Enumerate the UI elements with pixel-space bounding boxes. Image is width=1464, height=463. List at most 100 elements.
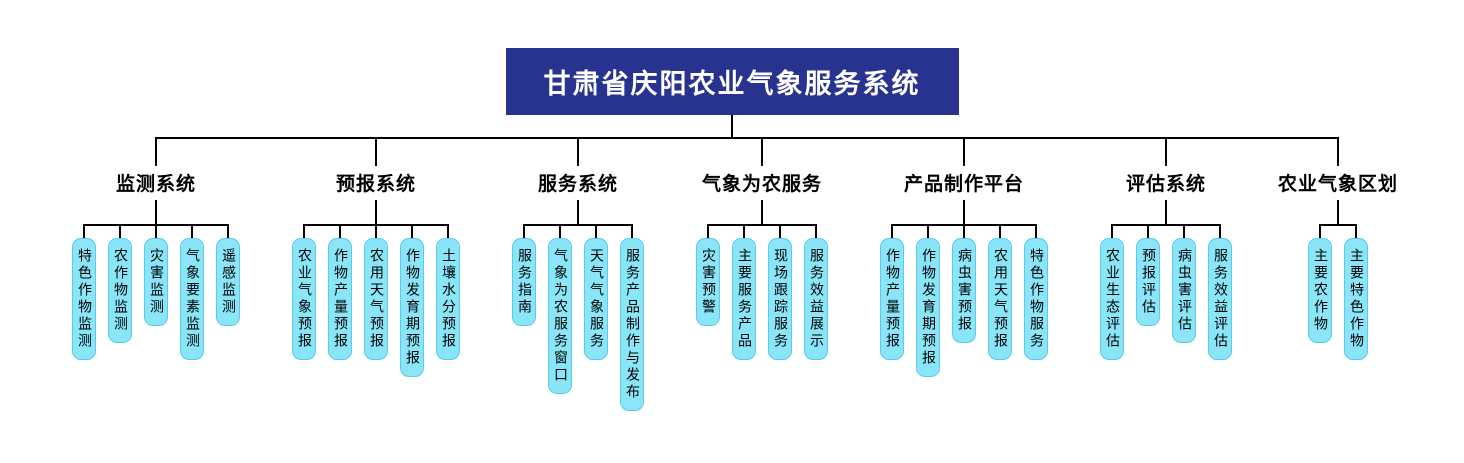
root-title: 甘肃省庆阳农业气象服务系统 bbox=[543, 69, 921, 100]
leaf-label: 农作物监测 bbox=[111, 248, 128, 333]
leaf-node: 土壤水分预报 bbox=[429, 224, 466, 360]
leaves-row: 特色作物监测 农作物监测 灾害监测 气象要素监测 遥感监测 bbox=[66, 224, 246, 360]
leaf-box: 服务效益展示 bbox=[803, 238, 828, 360]
leaf-box: 病虫害预报 bbox=[951, 238, 976, 343]
leaf-label: 现场跟踪服务 bbox=[771, 248, 788, 350]
leaf-node: 服务产品制作与发布 bbox=[613, 224, 650, 411]
leaf-node: 气象要素监测 bbox=[173, 224, 210, 360]
leaf-node: 主要特色作物 bbox=[1337, 224, 1374, 360]
branches-row: 监测系统 特色作物监测 农作物监测 灾害监测 气象要素监测 遥感监测 预报系统 … bbox=[46, 137, 1418, 411]
leaf-label: 预报评估 bbox=[1139, 248, 1156, 316]
leaf-node: 病虫害预报 bbox=[945, 224, 982, 343]
leaf-label: 农用天气预报 bbox=[367, 248, 384, 350]
leaf-box: 主要服务产品 bbox=[731, 238, 756, 360]
branch-connector-stub bbox=[1336, 200, 1339, 224]
leaves-row: 主要农作物 主要特色作物 bbox=[1302, 224, 1374, 360]
leaf-box: 土壤水分预报 bbox=[435, 238, 460, 360]
leaf-box: 现场跟踪服务 bbox=[767, 238, 792, 360]
branch-label: 产品制作平台 bbox=[903, 173, 1024, 195]
leaf-node: 作物产量预报 bbox=[874, 224, 910, 360]
branch-label: 监测系统 bbox=[115, 173, 196, 195]
leaf-label: 土壤水分预报 bbox=[439, 248, 456, 350]
leaf-box: 农用天气预报 bbox=[987, 238, 1012, 360]
leaf-label: 作物产量预报 bbox=[883, 248, 900, 350]
leaves-row: 作物产量预报 作物发育期预报 病虫害预报 农用天气预报 特色作物服务 bbox=[874, 224, 1054, 377]
leaf-box: 病虫害评估 bbox=[1171, 238, 1196, 343]
leaf-node: 农作物监测 bbox=[101, 224, 138, 343]
leaf-box: 气象要素监测 bbox=[179, 238, 204, 360]
leaf-label: 作物发育期预报 bbox=[403, 248, 420, 367]
leaf-box: 灾害预警 bbox=[695, 238, 720, 326]
branch-label: 农业气象区划 bbox=[1277, 173, 1398, 195]
leaf-node: 特色作物服务 bbox=[1017, 224, 1054, 360]
leaf-box: 农业生态评估 bbox=[1099, 238, 1124, 360]
branch-connector-stub bbox=[962, 200, 965, 224]
branch-connector-stub bbox=[760, 200, 763, 224]
branch-connector-stub bbox=[576, 200, 579, 224]
root-title-box: 甘肃省庆阳农业气象服务系统 bbox=[505, 48, 959, 115]
leaf-node: 作物发育期预报 bbox=[393, 224, 430, 377]
leaf-box: 特色作物监测 bbox=[71, 238, 96, 360]
leaf-box: 服务指南 bbox=[511, 238, 536, 326]
leaf-node: 作物发育期预报 bbox=[909, 224, 946, 377]
branch-connector-stub bbox=[374, 200, 377, 224]
branch-label: 服务系统 bbox=[537, 173, 618, 195]
leaf-box: 主要特色作物 bbox=[1343, 238, 1368, 360]
leaf-node: 遥感监测 bbox=[209, 224, 246, 326]
leaf-label: 主要农作物 bbox=[1311, 248, 1328, 333]
leaf-node: 农业生态评估 bbox=[1094, 224, 1130, 360]
branch-connector-stub bbox=[1164, 200, 1167, 224]
leaf-node: 现场跟踪服务 bbox=[761, 224, 798, 360]
leaf-label: 灾害监测 bbox=[147, 248, 164, 316]
leaf-box: 灾害监测 bbox=[143, 238, 168, 326]
leaf-label: 特色作物监测 bbox=[75, 248, 92, 350]
leaf-node: 天气气象服务 bbox=[577, 224, 614, 360]
leaf-node: 灾害监测 bbox=[137, 224, 174, 326]
leaf-box: 天气气象服务 bbox=[583, 238, 608, 360]
branch-connector-stub bbox=[154, 200, 157, 224]
branch: 气象为农服务 灾害预警 主要服务产品 现场跟踪服务 服务效益展示 bbox=[669, 137, 854, 360]
leaf-box: 作物产量预报 bbox=[327, 238, 352, 360]
leaf-label: 服务产品制作与发布 bbox=[623, 248, 640, 401]
leaves-row: 服务指南 气象为农服务窗口 天气气象服务 服务产品制作与发布 bbox=[506, 224, 650, 411]
leaf-label: 气象要素监测 bbox=[183, 248, 200, 350]
leaf-box: 气象为农服务窗口 bbox=[547, 238, 572, 394]
leaves-row: 农业生态评估 预报评估 病虫害评估 服务效益评估 bbox=[1094, 224, 1238, 360]
leaf-label: 遥感监测 bbox=[219, 248, 236, 316]
branch: 服务系统 服务指南 气象为农服务窗口 天气气象服务 服务产品制作与发布 bbox=[485, 137, 670, 411]
leaf-box: 农用天气预报 bbox=[363, 238, 388, 360]
leaf-node: 农用天气预报 bbox=[357, 224, 394, 360]
leaf-box: 特色作物服务 bbox=[1023, 238, 1048, 360]
branch: 监测系统 特色作物监测 农作物监测 灾害监测 气象要素监测 遥感监测 bbox=[46, 137, 266, 360]
branch-label: 评估系统 bbox=[1125, 173, 1206, 195]
leaf-label: 灾害预警 bbox=[699, 248, 716, 316]
leaf-node: 特色作物监测 bbox=[66, 224, 102, 360]
leaf-box: 主要农作物 bbox=[1307, 238, 1332, 343]
leaves-row: 农业气象预报 作物产量预报 农用天气预报 作物发育期预报 土壤水分预报 bbox=[286, 224, 466, 377]
leaf-label: 气象为农服务窗口 bbox=[551, 248, 568, 384]
branch-label: 预报系统 bbox=[335, 173, 416, 195]
leaf-box: 遥感监测 bbox=[215, 238, 240, 326]
leaf-node: 农业气象预报 bbox=[286, 224, 322, 360]
leaf-node: 服务指南 bbox=[506, 224, 542, 326]
leaf-box: 农作物监测 bbox=[107, 238, 132, 343]
leaf-box: 作物产量预报 bbox=[879, 238, 904, 360]
leaf-node: 灾害预警 bbox=[690, 224, 726, 326]
leaf-label: 农用天气预报 bbox=[991, 248, 1008, 350]
leaf-label: 天气气象服务 bbox=[587, 248, 604, 350]
branch: 农业气象区划 主要农作物 主要特色作物 bbox=[1257, 137, 1418, 360]
leaf-label: 作物产量预报 bbox=[331, 248, 348, 350]
leaf-box: 作物发育期预报 bbox=[399, 238, 424, 377]
leaf-node: 服务效益展示 bbox=[797, 224, 834, 360]
leaf-node: 服务效益评估 bbox=[1201, 224, 1238, 360]
leaf-box: 作物发育期预报 bbox=[915, 238, 940, 377]
leaf-box: 服务产品制作与发布 bbox=[619, 238, 644, 411]
leaf-label: 服务效益评估 bbox=[1211, 248, 1228, 350]
branch: 预报系统 农业气象预报 作物产量预报 农用天气预报 作物发育期预报 土壤水分预报 bbox=[265, 137, 486, 377]
leaves-row: 灾害预警 主要服务产品 现场跟踪服务 服务效益展示 bbox=[690, 224, 834, 360]
root-connector-stub bbox=[731, 115, 733, 137]
leaf-node: 预报评估 bbox=[1129, 224, 1166, 326]
branch: 产品制作平台 作物产量预报 作物发育期预报 病虫害预报 农用天气预报 特色作物服… bbox=[853, 137, 1074, 377]
leaf-label: 服务效益展示 bbox=[807, 248, 824, 350]
